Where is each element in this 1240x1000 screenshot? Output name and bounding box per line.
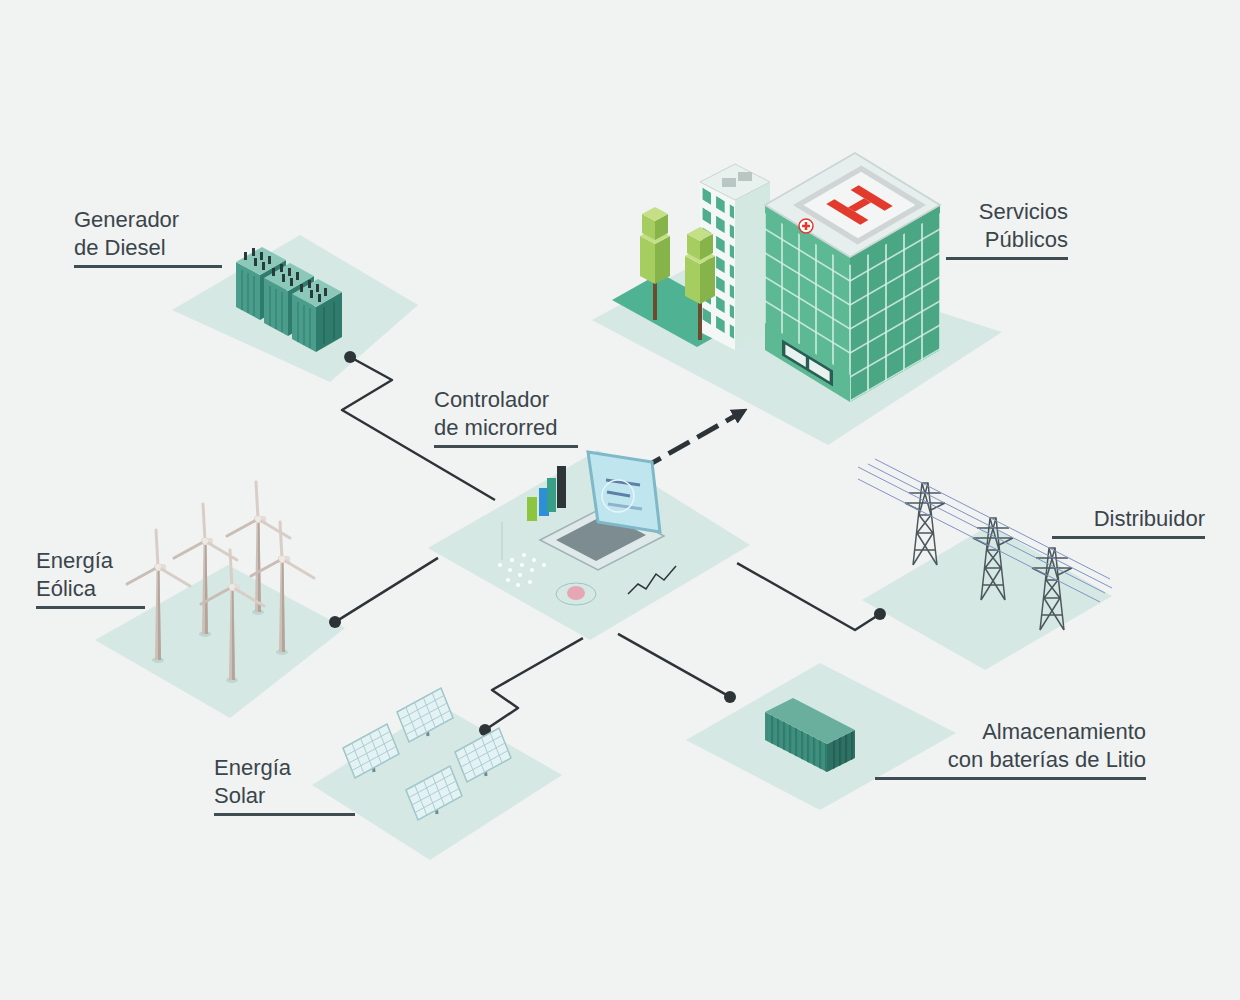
connector-line xyxy=(485,638,583,730)
solar-panel xyxy=(343,724,399,778)
wind-turbine xyxy=(174,504,237,637)
controller-equipment xyxy=(498,452,676,605)
platform xyxy=(862,525,1112,670)
platform-shape xyxy=(172,235,418,382)
diesel-generators xyxy=(236,247,342,352)
platform-shape xyxy=(592,150,1002,445)
building-roof xyxy=(700,164,770,200)
terminal-dots xyxy=(329,351,886,736)
laptop-screen xyxy=(588,452,660,532)
platform-shape xyxy=(686,663,956,810)
laptop-base xyxy=(540,506,664,570)
ac-unit xyxy=(722,178,736,187)
building-face xyxy=(735,182,770,350)
node-label: Energía Eólica xyxy=(36,547,145,609)
platform xyxy=(95,565,345,718)
wind-turbine xyxy=(127,530,190,663)
diesel-platform: Generador de Diesel xyxy=(172,235,418,382)
distributor-platform: Distribuidor xyxy=(855,475,1115,670)
connector-line xyxy=(342,357,495,500)
pylon xyxy=(905,483,945,565)
battery-container xyxy=(765,698,855,772)
terminal-dot xyxy=(479,724,491,736)
solar-panel xyxy=(455,728,511,782)
battery-platform: Almacenamiento con baterías de Litio xyxy=(686,663,956,810)
terminal-dot xyxy=(724,691,736,703)
node-label: Energía Solar xyxy=(214,754,355,816)
connector-line xyxy=(335,558,438,622)
controller-platform: Controlador de microrred xyxy=(428,450,750,640)
generator-unit xyxy=(292,279,342,352)
building-face xyxy=(850,205,940,402)
generator-unit xyxy=(236,247,286,320)
generator-unit xyxy=(264,263,314,336)
cross-sign xyxy=(802,222,810,230)
trend-line xyxy=(628,566,676,594)
helipad xyxy=(765,153,940,257)
connector-line xyxy=(737,563,880,630)
wind-turbine xyxy=(251,522,314,655)
tree xyxy=(640,207,670,320)
connectors xyxy=(335,357,880,730)
building-face xyxy=(700,182,735,350)
ac-unit xyxy=(738,172,752,181)
node-label: Controlador de microrred xyxy=(434,386,578,448)
platform-shape xyxy=(312,690,562,860)
pylon xyxy=(973,518,1013,600)
platform xyxy=(428,450,750,640)
power-lines xyxy=(858,459,1112,630)
wind-turbines xyxy=(127,482,314,683)
solar-panel xyxy=(406,766,462,820)
node-label: Distribuidor xyxy=(1052,505,1205,539)
platform xyxy=(592,245,1002,445)
bar xyxy=(547,478,556,512)
hospital-building xyxy=(612,153,940,402)
node-label: Generador de Diesel xyxy=(74,206,222,268)
solar-platform: Energía Solar xyxy=(312,690,562,860)
wind-platform: Energía Eólica xyxy=(95,495,345,718)
bar xyxy=(539,488,549,516)
pylon xyxy=(1032,548,1072,630)
public-services-platform: Servicios Públicos xyxy=(592,150,1002,445)
solar-panels xyxy=(343,688,511,820)
flow-arrow xyxy=(640,412,742,470)
solar-panel xyxy=(397,688,453,742)
terminal-dot xyxy=(344,351,356,363)
lawn xyxy=(612,273,745,347)
keyboard xyxy=(556,514,646,561)
platform xyxy=(686,663,956,810)
tree xyxy=(685,227,715,340)
cross-sign xyxy=(799,219,813,233)
wind-turbine xyxy=(201,550,264,683)
sensor-dome xyxy=(567,586,585,600)
bar xyxy=(557,466,566,508)
node-label: Almacenamiento con baterías de Litio xyxy=(875,718,1146,780)
node-label: Servicios Públicos xyxy=(946,198,1068,260)
wind-turbine xyxy=(227,482,290,615)
terminal-dot xyxy=(329,616,341,628)
platform xyxy=(312,705,562,860)
terminal-dot xyxy=(874,608,886,620)
building-face xyxy=(765,205,850,402)
platform-shape xyxy=(428,450,750,640)
platform xyxy=(172,235,418,382)
bar xyxy=(527,497,537,521)
connector-line xyxy=(618,634,730,697)
